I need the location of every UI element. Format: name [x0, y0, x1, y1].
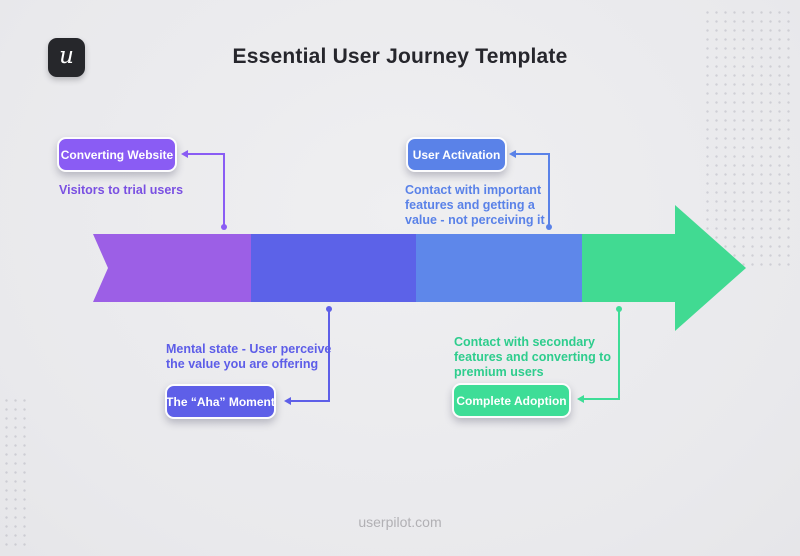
connector-line — [328, 310, 330, 402]
journey-arrow-bar — [93, 234, 675, 302]
desc-line: Visitors to trial users — [59, 183, 184, 197]
stage-desc-complete-adoption: Contact with secondary features and conv… — [454, 335, 611, 380]
desc-line: Mental state - User perceive — [166, 342, 332, 356]
dot-pattern-bottom-left — [2, 396, 26, 548]
segment-converting-website — [93, 234, 251, 302]
connector-dot — [221, 224, 227, 230]
connector-arrowhead-icon — [181, 150, 188, 158]
connector-dot — [616, 306, 622, 312]
segment-complete-adoption — [582, 234, 675, 302]
connector-arrowhead-icon — [284, 397, 291, 405]
logo-letter: u — [59, 42, 74, 69]
stage-desc-converting-website: Visitors to trial users — [59, 183, 183, 198]
stage-pill-complete-adoption: Complete Adoption — [452, 383, 571, 418]
desc-line: features and getting a — [405, 198, 535, 212]
stage-pill-user-activation: User Activation — [406, 137, 507, 172]
connector-line — [291, 400, 330, 402]
connector-dot — [326, 306, 332, 312]
stage-desc-user-activation: Contact with important features and gett… — [405, 183, 545, 228]
userpilot-logo: u — [48, 38, 85, 77]
stage-desc-aha-moment: Mental state - User perceive the value y… — [166, 342, 331, 372]
connector-line — [584, 398, 620, 400]
desc-line: Contact with important — [405, 183, 542, 197]
segment-aha-moment — [251, 234, 416, 302]
page-title: Essential User Journey Template — [232, 45, 568, 68]
segment-user-activation — [416, 234, 582, 302]
stage-pill-converting-website: Converting Website — [57, 137, 177, 172]
connector-arrowhead-icon — [577, 395, 584, 403]
connector-line — [516, 153, 550, 155]
connector-line — [618, 310, 620, 400]
footer-url: userpilot.com — [358, 514, 442, 530]
connector-line — [223, 153, 225, 226]
connector-arrowhead-icon — [509, 150, 516, 158]
desc-line: premium users — [454, 365, 544, 379]
desc-line: value - not perceiving it — [405, 213, 545, 227]
connector-line — [188, 153, 225, 155]
desc-line: Contact with secondary — [454, 335, 595, 349]
connector-line — [548, 153, 550, 226]
connector-dot — [546, 224, 552, 230]
desc-line: features and converting to — [454, 350, 611, 364]
stage-pill-aha-moment: The “Aha” Moment — [165, 384, 276, 419]
desc-line: the value you are offering — [166, 357, 319, 371]
dot-pattern-top-right — [703, 8, 795, 270]
